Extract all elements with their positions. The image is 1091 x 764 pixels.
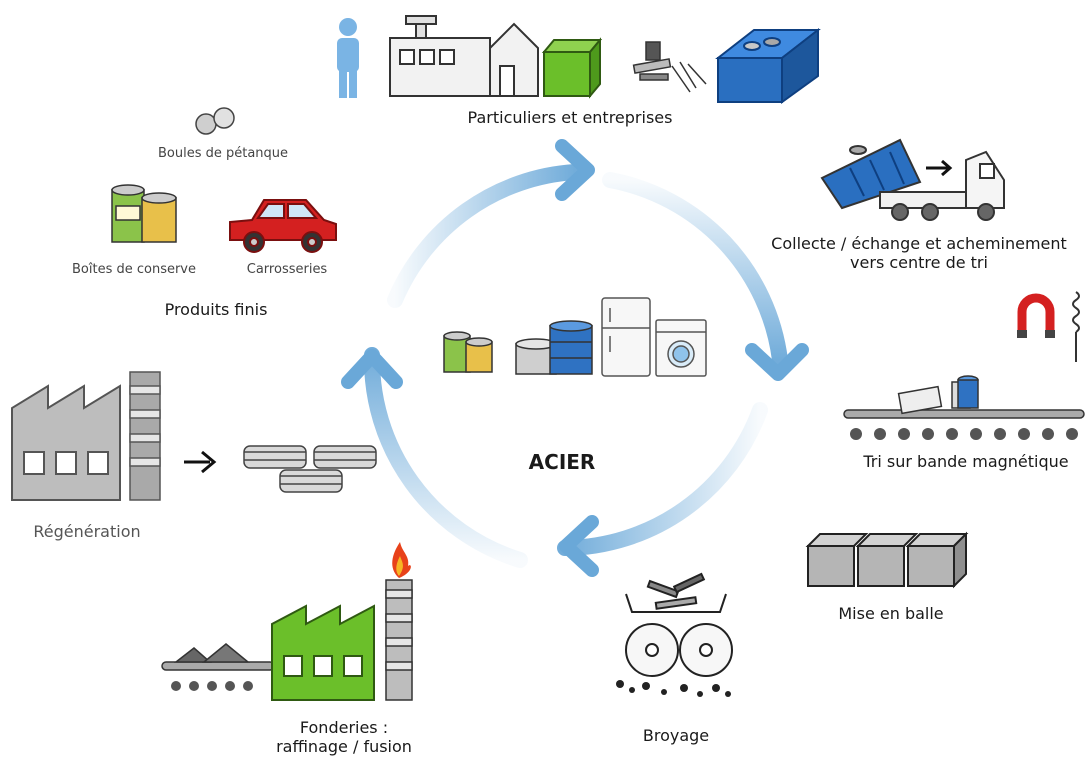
magnet-icon	[1017, 293, 1055, 338]
label-regeneration: Régénération	[33, 522, 141, 541]
car-icon	[229, 199, 337, 253]
label-collecte: Collecte / échange et acheminement vers …	[752, 234, 1086, 272]
collect-arrow-icon	[926, 159, 953, 177]
washing-machine-icon	[655, 319, 707, 377]
person-icon	[337, 18, 359, 98]
cycle-arrow-left	[363, 347, 528, 568]
conveyor-rollers-right	[850, 428, 1078, 440]
label-fonderies: Fonderies : raffinage / fusion	[256, 718, 432, 756]
shredder-icon	[625, 572, 733, 677]
scrap-pile-icon	[632, 41, 707, 93]
label-mise-en-balle: Mise en balle	[838, 604, 944, 623]
shredded-pieces	[616, 680, 731, 697]
cycle-arrow-right	[602, 172, 788, 368]
regeneration-factory-icon	[11, 384, 121, 501]
center-cans-icon	[443, 331, 493, 373]
arrowhead-left	[341, 349, 403, 389]
building-icon	[389, 15, 539, 97]
foundry-building-icon	[271, 604, 375, 701]
bales-icon	[805, 531, 969, 589]
spring-icon	[1072, 291, 1080, 362]
arrow-heads	[341, 139, 809, 577]
cycle-arrow-top	[387, 164, 583, 308]
label-tri: Tri sur bande magnétique	[863, 452, 1069, 471]
conveyor-rollers-left	[171, 681, 253, 691]
center-title: ACIER	[528, 450, 596, 474]
green-bin-icon	[541, 37, 603, 99]
regeneration-chimney-icon	[129, 371, 161, 501]
cycle-arrow-bottom	[557, 402, 768, 556]
arrowhead-bottom	[559, 515, 599, 577]
label-particuliers: Particuliers et entreprises	[467, 108, 673, 127]
truck-icon	[820, 138, 1005, 221]
label-broyage: Broyage	[642, 726, 710, 745]
steel-coils-icon	[243, 445, 377, 493]
conveyor-belt-foundry	[161, 643, 275, 671]
flame-icon	[392, 542, 411, 578]
conveyor-belt-magnetic	[843, 375, 1085, 419]
arrowhead-right	[745, 343, 809, 381]
arrowhead-top	[555, 139, 595, 201]
label-boites: Boîtes de conserve	[71, 262, 196, 277]
fridge-icon	[601, 297, 651, 377]
label-fonderies-line2: raffinage / fusion	[276, 737, 412, 757]
label-fonderies-line1: Fonderies :	[299, 718, 389, 737]
label-boules: Boules de pétanque	[157, 146, 289, 161]
blue-container-icon	[715, 27, 821, 104]
label-produits-finis: Produits finis	[164, 300, 268, 319]
regeneration-arrow-icon	[184, 450, 217, 474]
label-collecte-line1: Collecte / échange et acheminement	[771, 234, 1067, 253]
label-carrosseries: Carrosseries	[246, 262, 328, 277]
label-collecte-line2: vers centre de tri	[850, 253, 988, 273]
barrels-icon	[515, 320, 593, 375]
petanque-balls-icon	[195, 107, 235, 135]
foundry-chimney-icon	[385, 579, 413, 701]
food-cans-icon	[111, 184, 177, 243]
cycle-arrows	[363, 164, 788, 568]
